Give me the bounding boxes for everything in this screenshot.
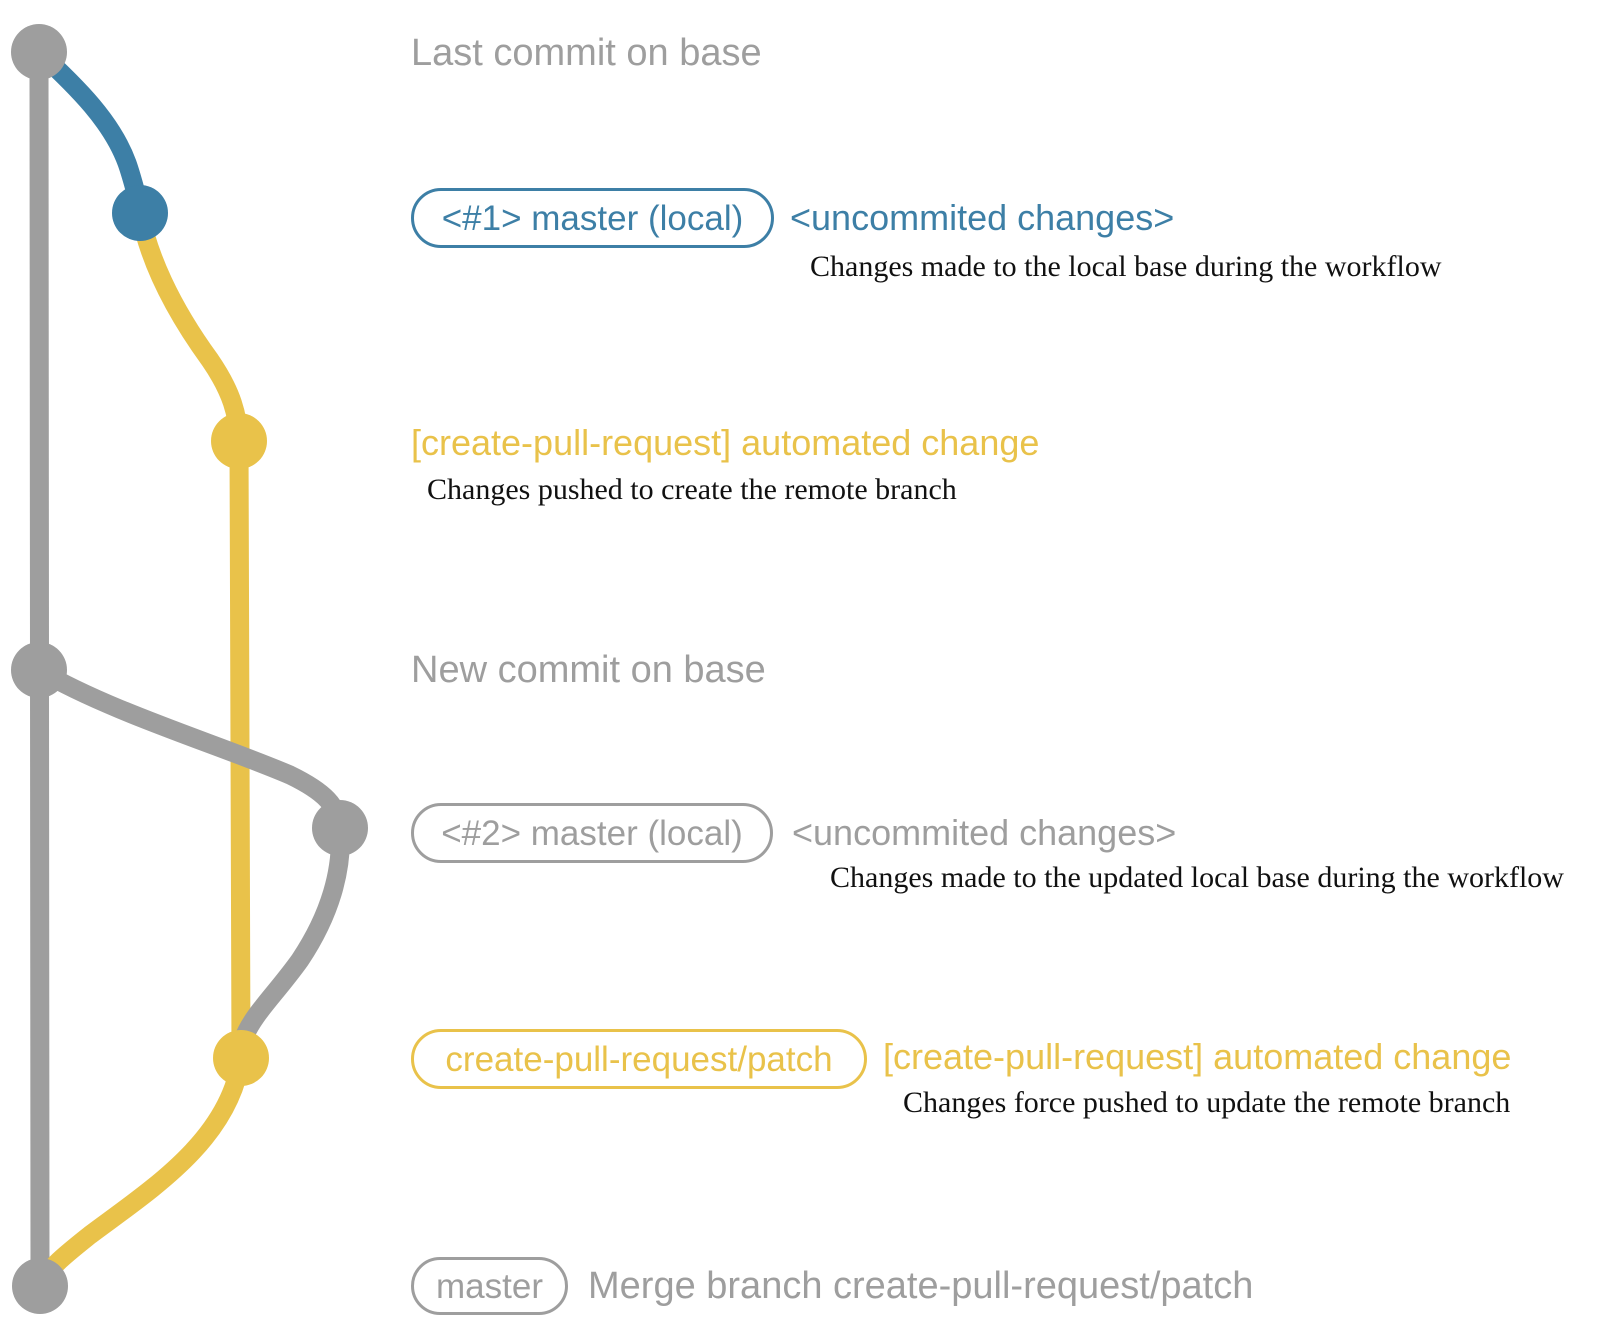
commit-dot-uncommitted-1 (112, 185, 168, 241)
new-commit-label: New commit on base (411, 649, 766, 691)
patch-branch-line (130, 203, 251, 1068)
commit-dot-uncommitted-2 (312, 800, 368, 856)
merge-line (30, 1048, 251, 1296)
commit-dot-merge (12, 1258, 68, 1314)
branch-badge-patch-label: create-pull-request/patch (445, 1039, 833, 1079)
branch-badge-master-local-2: <#2> master (local) (411, 803, 773, 863)
last-commit-label: Last commit on base (411, 32, 762, 74)
branch-badge-patch: create-pull-request/patch (411, 1029, 867, 1089)
commit-message-automated-1: [create-pull-request] automated change (411, 422, 1040, 463)
commit-message-uncommitted-2: <uncommited changes> (792, 812, 1177, 853)
branch-badge-master-local-1-label: <#1> master (local) (441, 198, 744, 238)
commit-message-merge: Merge branch create-pull-request/patch (588, 1265, 1254, 1307)
commit-desc-automated-1: Changes pushed to create the remote bran… (427, 473, 957, 506)
commit-dot-automated-2 (213, 1030, 269, 1086)
commit-dot-new-base (11, 642, 67, 698)
commit-desc-uncommitted-1: Changes made to the local base during th… (810, 250, 1442, 283)
commit-desc-uncommitted-2: Changes made to the updated local base d… (830, 861, 1564, 894)
commit-dot-automated-1 (211, 413, 267, 469)
branch-badge-master-final: master (411, 1257, 568, 1315)
branch-badge-master-local-2-label: <#2> master (local) (441, 813, 743, 853)
commit-desc-automated-2: Changes force pushed to update the remot… (903, 1086, 1511, 1119)
commit-message-automated-2: [create-pull-request] automated change (883, 1036, 1512, 1077)
branch-badge-master-local-1: <#1> master (local) (411, 188, 774, 248)
commit-message-uncommitted-1: <uncommited changes> (790, 197, 1175, 238)
commit-dot-last-base (11, 24, 67, 80)
local-branch-line-2 (29, 660, 350, 838)
rebase-line (233, 818, 350, 1050)
branch-badge-master-final-label: master (436, 1266, 543, 1306)
